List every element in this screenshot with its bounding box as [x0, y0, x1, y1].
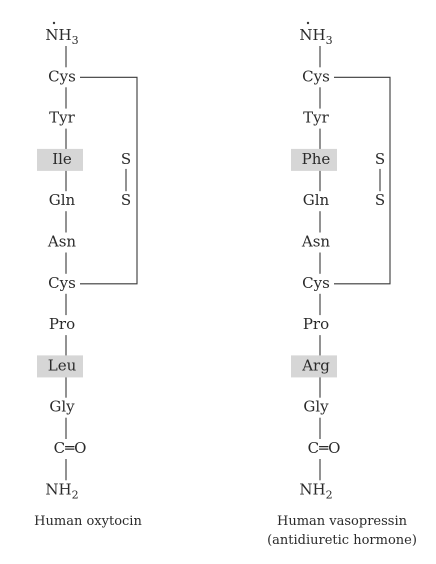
residue-label: Cys — [48, 274, 76, 292]
peptide-caption: Human vasopressin — [277, 514, 408, 529]
residue-label: Gly — [49, 398, 75, 416]
residue-label: Cys — [302, 274, 330, 292]
sulfur-label: S — [375, 150, 385, 168]
residue-label: Cys — [302, 67, 330, 85]
residue-label: Gln — [303, 191, 330, 209]
highlight-box — [37, 148, 83, 171]
sulfur-label: S — [121, 150, 131, 168]
residue-label: Gln — [49, 191, 76, 209]
residue-label: NH3 — [299, 26, 332, 47]
charge-mark — [306, 21, 310, 25]
residue-label: Leu — [48, 356, 77, 374]
residue-label: Ile — [52, 150, 72, 168]
residue-label: Pro — [303, 315, 329, 333]
residue-label: Phe — [302, 150, 331, 168]
residue-label: C═O — [308, 439, 341, 457]
residue-label: Gly — [303, 398, 329, 416]
peptide-caption: Human oxytocin — [34, 514, 142, 529]
residue-label: NH3 — [45, 26, 78, 47]
peptide-column-1: NH3CysTyrIleGlnAsnCysProLeuGlyC═ONH2SSHu… — [34, 21, 142, 529]
highlight-box — [37, 355, 83, 378]
sulfur-label-bg — [373, 190, 387, 211]
sulfur-label-bg — [373, 148, 387, 169]
residue-label: Pro — [49, 315, 75, 333]
highlight-box — [291, 355, 337, 378]
residue-label: NH2 — [299, 480, 332, 501]
peptide-caption: (antidiuretic hormone) — [267, 533, 417, 548]
sulfur-label-bg — [119, 148, 133, 169]
charge-mark — [52, 21, 56, 25]
disulfide-bracket — [334, 76, 391, 285]
disulfide-bracket — [80, 76, 138, 285]
sulfur-label: S — [121, 191, 131, 209]
peptide-column-2: NH3CysTyrPheGlnAsnCysProArgGlyC═ONH2SSHu… — [267, 21, 417, 548]
residue-label: Asn — [47, 233, 77, 251]
residue-label: NH2 — [45, 480, 78, 501]
residue-label: C═O — [54, 439, 87, 457]
residue-label: Asn — [301, 233, 331, 251]
residue-label: Tyr — [49, 109, 75, 127]
residue-label: Arg — [301, 356, 330, 374]
highlight-box — [291, 148, 337, 171]
residue-label: Cys — [48, 67, 76, 85]
residue-label: Tyr — [303, 109, 329, 127]
sulfur-label: S — [375, 191, 385, 209]
sulfur-label-bg — [119, 190, 133, 211]
